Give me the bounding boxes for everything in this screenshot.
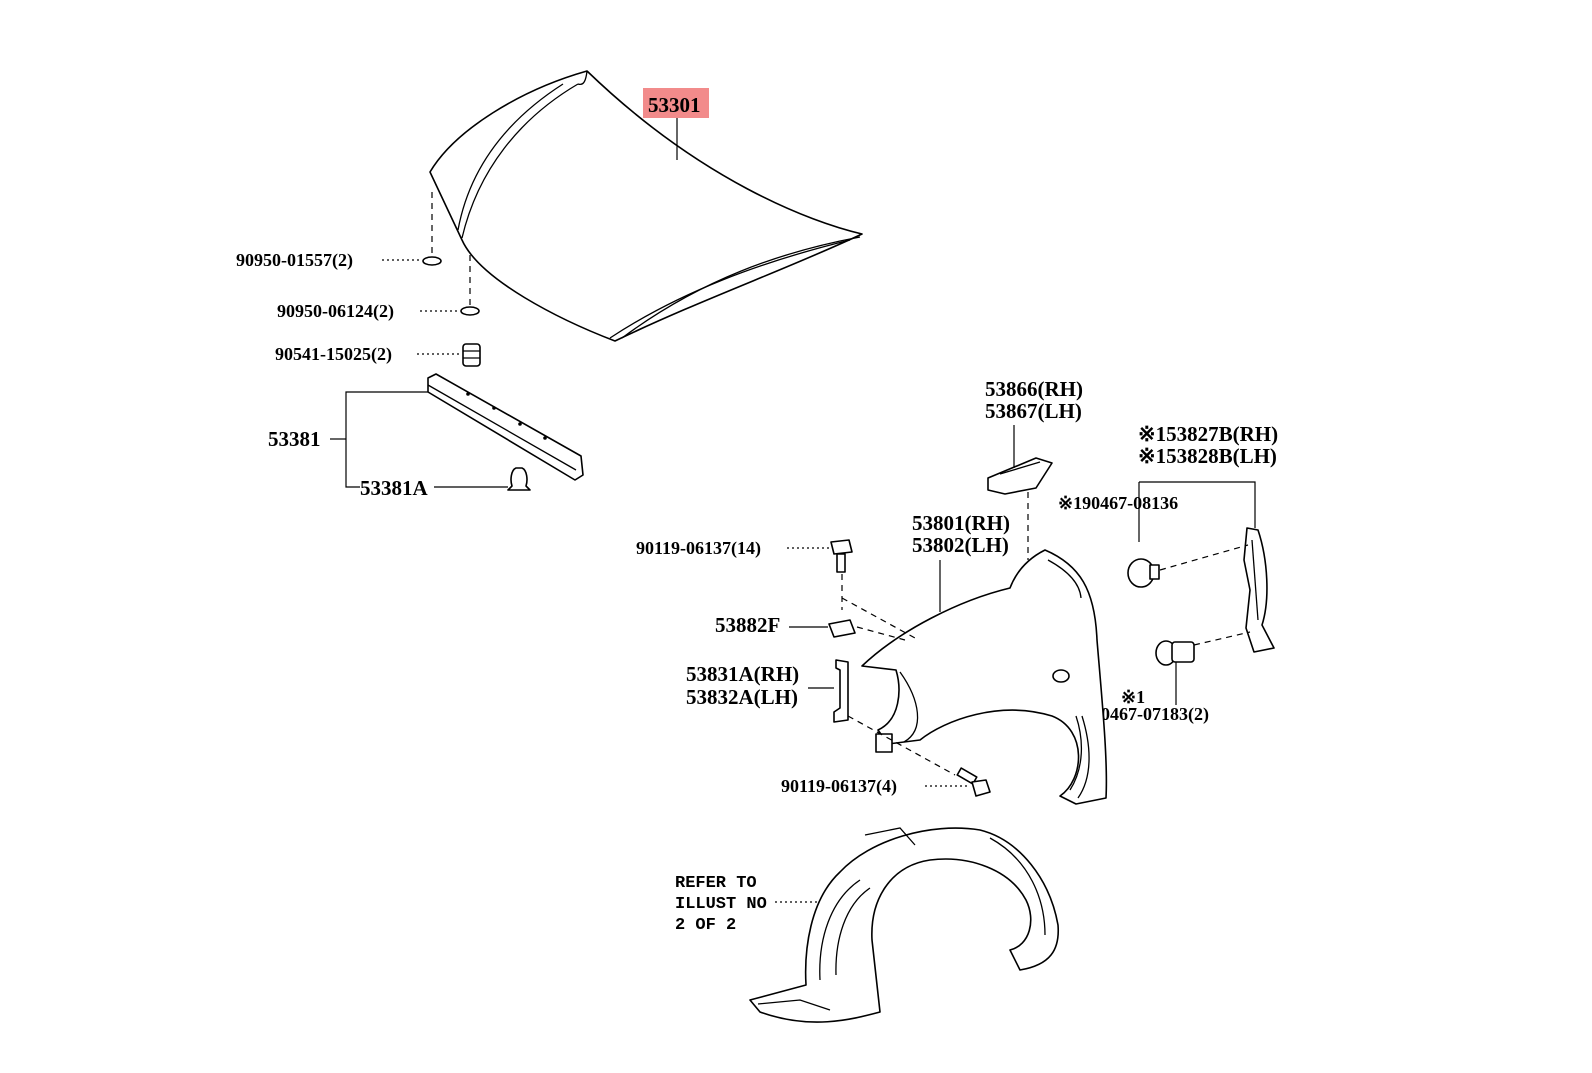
fender-rear-seal-lh-label[interactable]: 53867(LH) xyxy=(985,399,1082,423)
fender-drawing[interactable] xyxy=(861,549,1108,805)
fender-rh-label[interactable]: 53801(RH) xyxy=(912,511,1010,535)
hood-cushion-2-label[interactable]: 90950-06124(2) xyxy=(277,301,394,322)
fender-bracket-drawing[interactable] xyxy=(833,659,849,723)
hood-seal-label[interactable]: 53381 xyxy=(268,427,321,451)
fender-brace-rh-label[interactable]: ※153827B(RH) xyxy=(1138,422,1278,446)
fender-brace-drawing[interactable] xyxy=(1243,527,1275,653)
nut-label[interactable]: 53882F xyxy=(715,613,780,637)
rivet-note: ※1 xyxy=(1121,687,1145,707)
rivet-drawing[interactable] xyxy=(1155,640,1195,666)
bolt-bottom-label[interactable]: 90119-06137(4) xyxy=(781,776,897,797)
fender-liner-drawing[interactable] xyxy=(749,827,1060,1023)
hood-cushion-2-drawing[interactable] xyxy=(460,306,480,316)
fender-lh-label[interactable]: 53802(LH) xyxy=(912,533,1009,557)
fender-bracket-lh-label[interactable]: 53832A(LH) xyxy=(686,685,798,709)
hood-bumper-label[interactable]: 90541-15025(2) xyxy=(275,344,392,365)
fender-brace-lh-label[interactable]: ※153828B(LH) xyxy=(1138,444,1277,468)
hood-part-highlight xyxy=(643,88,709,118)
seal-clip-label[interactable]: 53381A xyxy=(360,476,429,500)
hood-cushion-1-drawing[interactable] xyxy=(422,256,442,266)
bolt-top-label[interactable]: 90119-06137(14) xyxy=(636,538,761,559)
fender-bracket-rh-label[interactable]: 53831A(RH) xyxy=(686,662,799,686)
hood-drawing[interactable] xyxy=(429,70,863,342)
hood-part-number[interactable]: 53301 xyxy=(648,93,701,117)
svg-text:2 OF 2: 2 OF 2 xyxy=(675,916,736,935)
hood-cushion-1-label[interactable]: 90950-01557(2) xyxy=(236,250,353,271)
svg-text:ILLUST NO: ILLUST NO xyxy=(675,895,767,914)
brace-clip-label[interactable]: ※190467-08136 xyxy=(1058,493,1178,513)
bolt-bottom-drawing[interactable] xyxy=(956,767,991,797)
nut-drawing[interactable] xyxy=(828,619,856,638)
brace-clip-drawing[interactable] xyxy=(1127,558,1160,588)
bolt-top-drawing[interactable] xyxy=(830,539,853,573)
seal-clip-drawing[interactable] xyxy=(507,467,531,491)
rivet-label[interactable]: 90467-07183(2) xyxy=(1092,704,1209,725)
hood-seal-drawing[interactable] xyxy=(427,373,584,481)
refer-note: REFER TO ILLUST NO 2 OF 2 xyxy=(675,874,767,935)
fender-rear-seal-drawing[interactable] xyxy=(987,457,1053,495)
svg-text:REFER TO: REFER TO xyxy=(675,874,757,893)
hood-bumper-drawing[interactable] xyxy=(462,343,481,367)
fender-rear-seal-rh-label[interactable]: 53866(RH) xyxy=(985,377,1083,401)
